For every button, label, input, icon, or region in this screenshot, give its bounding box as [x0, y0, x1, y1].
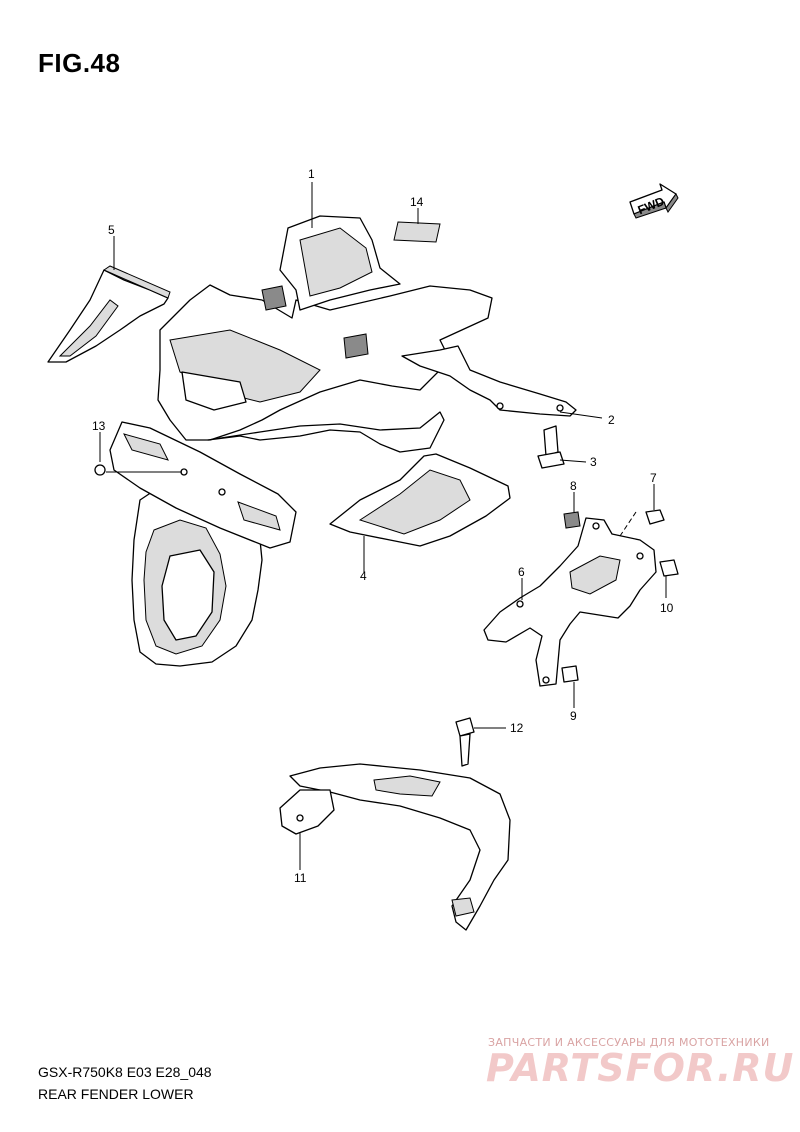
part-7-screw: [645, 509, 665, 525]
part-14-label-sticker: [393, 221, 441, 243]
part-11-lower-cover: [279, 763, 511, 931]
forward-direction-badge: FWD: [629, 183, 679, 219]
part-2-bracket-strip: [401, 345, 577, 417]
callout-1: 1: [308, 167, 315, 181]
part-3-bolt: [537, 425, 565, 469]
part-9-screw: [561, 665, 579, 683]
callout-10: 10: [660, 601, 674, 615]
callout-3: 3: [590, 455, 597, 469]
leader-lines: [99, 182, 667, 870]
callout-2: 2: [608, 413, 615, 427]
callout-14: 14: [410, 195, 424, 209]
callout-12: 12: [510, 721, 524, 735]
callout-7: 7: [650, 471, 657, 485]
section-name: REAR FENDER LOWER: [38, 1086, 194, 1102]
part-13-license-plate-bracket: [94, 421, 297, 549]
callout-13: 13: [92, 419, 106, 433]
callout-4: 4: [360, 569, 367, 583]
part-10-screw: [659, 559, 679, 577]
callout-numbers: 1 2 3 4 5 6 7 8 9 10 11 12 13 14: [92, 167, 674, 885]
model-code: GSX-R750K8 E03 E28_048: [38, 1064, 212, 1080]
figure-title: FIG.48: [38, 48, 121, 78]
part-8-nut: [563, 511, 581, 529]
part-12-bolt: [455, 717, 475, 767]
part-4-lower-cover: [329, 453, 511, 547]
watermark-logo: PARTSFOR.RU: [486, 1046, 795, 1090]
part-1-rear-fender: [131, 215, 493, 667]
callout-8: 8: [570, 479, 577, 493]
callout-11: 11: [294, 871, 307, 885]
callout-5: 5: [108, 223, 115, 237]
part-5-side-panel: [47, 265, 171, 363]
callout-6: 6: [518, 565, 525, 579]
part-6-stay-bracket: [483, 517, 657, 687]
callout-9: 9: [570, 709, 577, 723]
watermark-tagline: ЗАПЧАСТИ И АКСЕССУАРЫ ДЛЯ МОТОТЕХНИКИ: [488, 1036, 770, 1049]
